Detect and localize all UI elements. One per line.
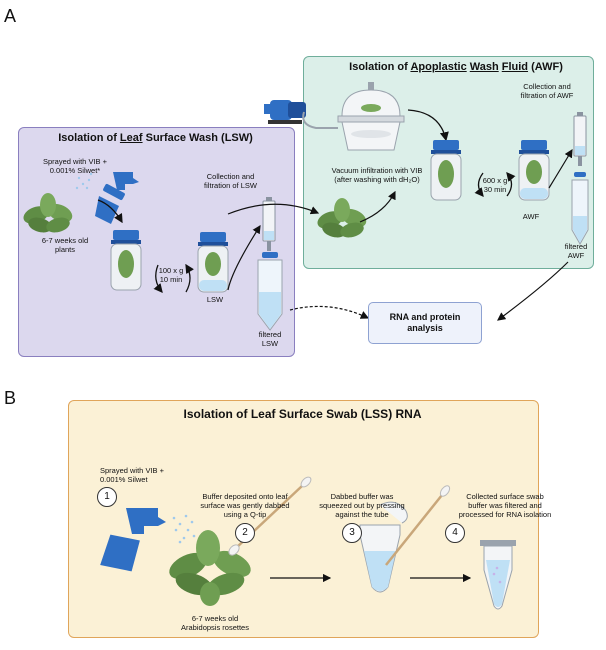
- step-1-number: 1: [97, 487, 117, 507]
- tube-icon-awf: [571, 172, 589, 246]
- eppendorf-icon-open: [359, 485, 451, 593]
- lsw-sprayed-label: Sprayed with VIB + 0.001% Silwet*: [43, 157, 107, 175]
- awf-liquid-label: AWF: [522, 212, 540, 221]
- awf-collection-label: Collection and filtration of AWF: [520, 82, 574, 100]
- bottle-icon-lsw-1: [110, 230, 142, 291]
- sprayer-icon-a: [75, 172, 139, 224]
- step-2-number: 2: [235, 523, 255, 543]
- step-4-number: 4: [445, 523, 465, 543]
- lsw-title: Isolation of Leaf Surface Wash (LSW): [58, 132, 253, 144]
- step-2-label: Buffer deposited onto leaf surface was g…: [200, 492, 290, 519]
- rosette-icon: [169, 530, 251, 606]
- lsw-plants-label: 6-7 weeks old plants: [41, 236, 89, 254]
- sprayer-icon-b: [100, 508, 196, 572]
- vacuum-pump-icon: [264, 100, 306, 124]
- awf-title: Isolation of Apoplastic Wash Fluid (AWF): [349, 61, 563, 73]
- lss-title: Isolation of Leaf Surface Swab (LSS) RNA: [183, 407, 422, 421]
- step-3-number: 3: [342, 523, 362, 543]
- lsw-spin-label: 100 x g 10 min: [158, 266, 184, 284]
- awf-vacuum-label: Vacuum infiltration with VIB (after wash…: [331, 166, 423, 184]
- panel-letter-b: B: [4, 388, 17, 408]
- rosettes-label: 6-7 weeks old Arabidopsis rosettes: [181, 614, 249, 632]
- awf-spin-label: 600 x g 30 min: [482, 176, 508, 194]
- tube-icon-lsw: [257, 252, 283, 331]
- lss-sprayed-label: Sprayed with VIB + 0.001% Silwet: [100, 466, 164, 484]
- plant-icon-lsw: [23, 193, 73, 233]
- step-3-label: Dabbed buffer was squeezed out by pressi…: [319, 492, 405, 519]
- lsw-liquid-label: LSW: [206, 295, 224, 304]
- bottle-icon-awf-1: [430, 140, 462, 201]
- desiccator-icon: [337, 82, 405, 151]
- lsw-collection-label: Collection and filtration of LSW: [204, 172, 257, 190]
- plant-icon-awf: [317, 198, 367, 238]
- syringe-icon-awf: [573, 112, 587, 166]
- bottle-icon-awf-2: [518, 140, 550, 201]
- awf-filtered-label: filtered AWF: [564, 242, 588, 260]
- lsw-filtered-label: filtered LSW: [258, 330, 282, 348]
- panel-letter-a: A: [4, 6, 17, 26]
- syringe-icon-lsw: [262, 197, 276, 251]
- lsw-panel: [18, 127, 295, 357]
- tube-icon-final: [480, 540, 516, 610]
- rna-protein-analysis-box: RNA and protein analysis: [368, 302, 482, 344]
- step-4-label: Collected surface swab buffer was filter…: [458, 492, 552, 519]
- bottle-icon-lsw-2: [197, 232, 229, 293]
